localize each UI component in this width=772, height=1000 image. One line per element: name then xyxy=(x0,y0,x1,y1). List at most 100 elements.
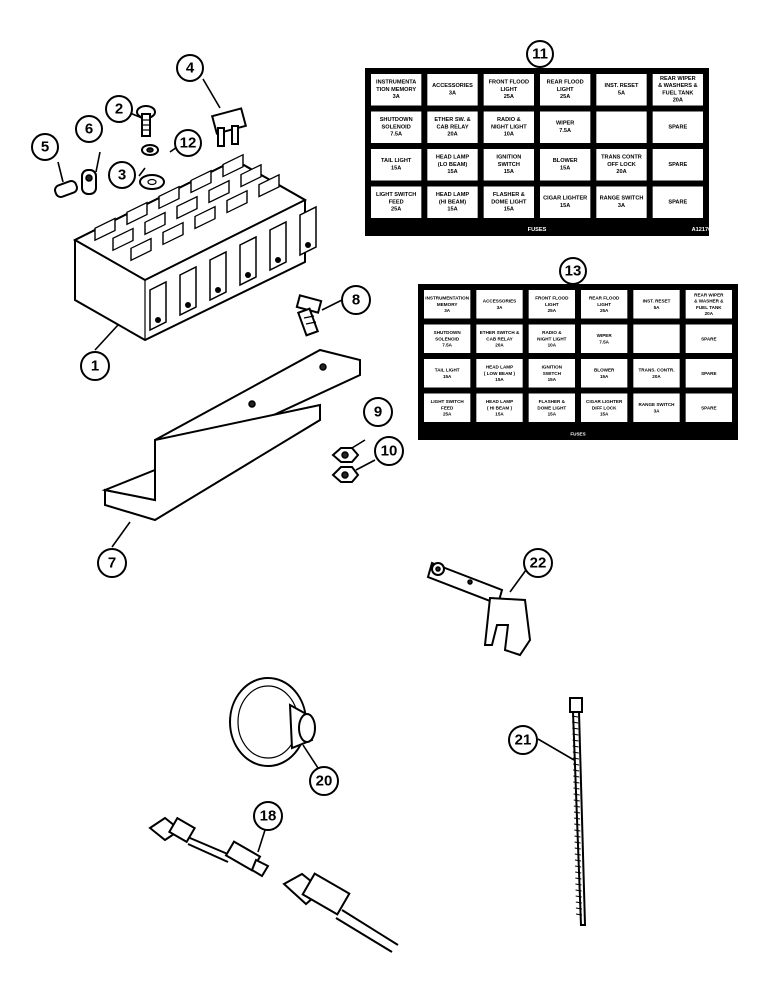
blade-fuse-part xyxy=(210,107,248,147)
fuse-label: DIFF LOCK xyxy=(592,405,617,410)
callout-8: 8 xyxy=(341,285,371,315)
fuse-label: 15A xyxy=(443,374,452,379)
fuse-label: WIPER xyxy=(556,121,574,127)
fuse-label: 20A xyxy=(495,342,504,347)
sensor-cable-part xyxy=(148,816,399,953)
fuse-cell: TRANS. CONTR.20A xyxy=(633,359,680,388)
fuse-label: 3A xyxy=(497,305,504,310)
chart-background xyxy=(418,284,738,440)
fuse-label: 20A xyxy=(652,374,661,379)
fuse-label: 15A xyxy=(560,203,570,209)
fuse-cell: SPARE xyxy=(652,186,703,218)
fuse-label: BLOWER xyxy=(553,158,578,164)
fuse-label: 5A xyxy=(618,90,625,96)
nut-part-3 xyxy=(141,144,159,156)
chart-footer: FUSES xyxy=(528,227,547,233)
callout-1: 1 xyxy=(80,351,110,381)
chart-footer: FUSES xyxy=(570,432,585,437)
fuse-label: 15A xyxy=(600,411,609,416)
fuse-chart-13: INSTRUMENTATIONMEMORY3AACCESSORIES3AFRON… xyxy=(418,284,738,440)
callout-13: 13 xyxy=(559,257,587,285)
fuse-label: DOME LIGHT xyxy=(491,199,527,205)
fuse-label: 20A xyxy=(447,131,457,137)
svg-text:6: 6 xyxy=(85,121,93,138)
callout-22: 22 xyxy=(523,548,553,578)
svg-text:8: 8 xyxy=(352,292,360,309)
svg-text:3: 3 xyxy=(118,167,126,184)
svg-text:5: 5 xyxy=(41,139,49,156)
fuse-label: 10A xyxy=(548,342,557,347)
callout-3: 3 xyxy=(108,161,136,189)
fuse-label: 25A xyxy=(560,94,570,100)
fuse-label: RADIO & xyxy=(542,330,562,335)
fuse-label: FUEL TANK xyxy=(696,305,722,310)
fuse-cell: SPARE xyxy=(685,359,732,388)
svg-text:11: 11 xyxy=(532,46,548,63)
callout-7: 7 xyxy=(97,548,127,578)
fuse-label: BLOWER xyxy=(594,368,615,373)
fuse-label: LIGHT xyxy=(500,87,517,93)
callout-11: 11 xyxy=(526,40,554,68)
fuse-label: SHUTDOWN xyxy=(434,330,462,335)
fuse-label: DOME LIGHT xyxy=(537,405,566,410)
fuse-label: 25A xyxy=(548,308,557,313)
nut-part-9 xyxy=(331,447,360,463)
fuse-label: 10A xyxy=(504,131,514,137)
fuse-label: HEAD LAMP xyxy=(486,399,513,404)
fuse-label: SOLENOID xyxy=(435,336,460,341)
fuse-cell: HEAD LAMP( LOW BEAM )15A xyxy=(476,359,523,388)
fuse-label: FUEL TANK xyxy=(662,90,693,96)
fuse-label: 7.5A xyxy=(390,131,402,137)
svg-text:22: 22 xyxy=(530,555,547,572)
fuse-label: 15A xyxy=(600,374,609,379)
fuse-label: 20A xyxy=(616,169,626,175)
svg-text:12: 12 xyxy=(180,135,197,152)
fuse-label: ( LOW BEAM ) xyxy=(484,371,516,376)
fuse-label: ACCESSORIES xyxy=(432,83,473,89)
chart-background xyxy=(365,68,709,236)
fuse-label: SWITCH xyxy=(498,162,520,168)
fuse-label: SOLENOID xyxy=(382,124,411,130)
callout-12: 12 xyxy=(174,129,202,157)
fuse-chart-11: INSTRUMENTATION MEMORY3AACCESSORIES3AFRO… xyxy=(365,68,714,236)
fuse-label: FLASHER & xyxy=(493,192,525,198)
fuse-label: ETHER SWITCH & xyxy=(480,330,520,335)
fuse-cell xyxy=(596,111,647,143)
fuse-label: RANGE SWITCH xyxy=(639,402,676,407)
fuse-label: TAIL LIGHT xyxy=(381,158,412,164)
fuse-label: 25A xyxy=(504,94,514,100)
fuse-label: REAR FLOOD xyxy=(547,80,584,86)
fuse-label: LIGHT xyxy=(597,302,611,307)
fuse-label: HEAD LAMP xyxy=(486,365,513,370)
bracket-part xyxy=(101,348,361,522)
fuse-label: & WASHER & xyxy=(694,299,724,304)
screw-part xyxy=(136,105,156,137)
fuse-label: SWITCH xyxy=(543,371,562,376)
fuse-label: SPARE xyxy=(701,371,717,376)
callout-5: 5 xyxy=(31,133,59,161)
fuse-label: OFF LOCK xyxy=(607,162,636,168)
svg-text:1: 1 xyxy=(91,358,99,375)
fuse-label: HEAD LAMP xyxy=(436,155,470,161)
fuse-label: ( HI BEAM ) xyxy=(487,405,512,410)
fuse-label: SPARE xyxy=(701,405,717,410)
fuse-label: 15A xyxy=(447,206,457,212)
svg-text:2: 2 xyxy=(115,101,123,118)
